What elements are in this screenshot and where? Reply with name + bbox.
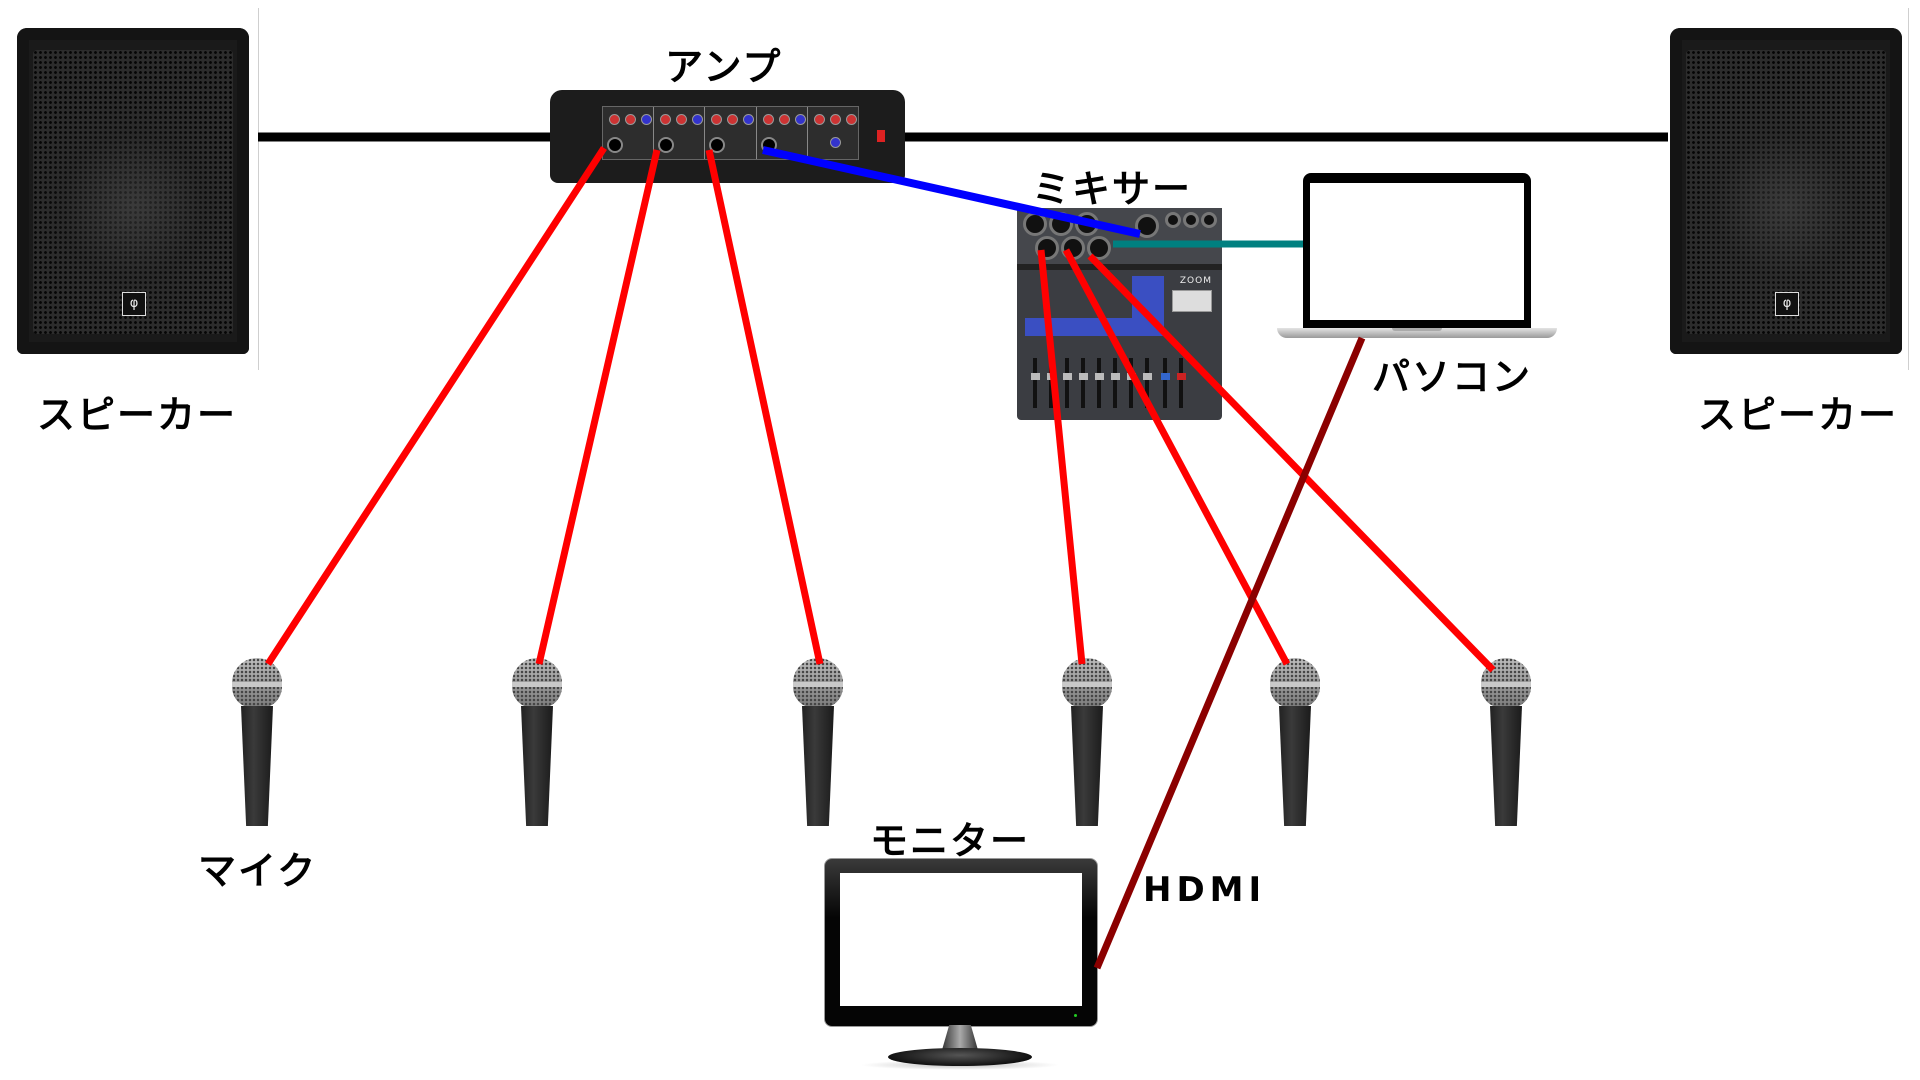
- speaker-grille: [1686, 50, 1886, 334]
- monitor: [824, 858, 1098, 1027]
- pc-label: パソコン: [1372, 355, 1533, 399]
- mic-label: マイク: [198, 849, 318, 893]
- speaker-right: φ: [1670, 28, 1902, 354]
- mixer-label: ミキサー: [1032, 167, 1193, 211]
- hdmi-label: HDMI: [1143, 870, 1267, 910]
- mixer-channel-strip: [1025, 318, 1160, 336]
- monitor-display: [840, 873, 1082, 1006]
- laptop: [1303, 173, 1531, 328]
- laptop-display: [1310, 183, 1524, 320]
- power-switch-icon: [877, 130, 885, 142]
- amp-label: アンプ: [665, 45, 783, 89]
- mixer-input-section: [1017, 208, 1222, 270]
- speaker-grille: [33, 50, 233, 334]
- monitor-base: [888, 1048, 1032, 1066]
- microphone-5: [1270, 658, 1320, 826]
- amplifier: [550, 90, 905, 183]
- wire-mic3-amp: [705, 149, 824, 665]
- mixer-display: [1172, 290, 1212, 312]
- separator-line-right: [1908, 8, 1909, 370]
- microphone-1: [232, 658, 282, 826]
- wire-mic1-amp: [265, 146, 607, 666]
- mixer: ZOOM: [1017, 208, 1222, 420]
- power-led-icon: [1074, 1014, 1077, 1017]
- mixer-brand: ZOOM: [1179, 276, 1212, 286]
- microphone-2: [512, 658, 562, 826]
- separator-line-left: [258, 8, 259, 370]
- microphone-3: [793, 658, 843, 826]
- wire-mic2-amp: [535, 149, 661, 665]
- speaker-logo-icon: φ: [1775, 292, 1799, 316]
- laptop-base: [1277, 328, 1557, 338]
- microphone-4: [1062, 658, 1112, 826]
- microphone-6: [1481, 658, 1531, 826]
- speaker-right-label: スピーカー: [1698, 393, 1899, 437]
- speaker-left-label: スピーカー: [37, 393, 238, 437]
- amp-control-panel: [602, 106, 859, 160]
- monitor-label: モニター: [870, 819, 1031, 863]
- monitor-stand: [942, 1025, 978, 1050]
- speaker-logo-icon: φ: [122, 292, 146, 316]
- speaker-left: φ: [17, 28, 249, 354]
